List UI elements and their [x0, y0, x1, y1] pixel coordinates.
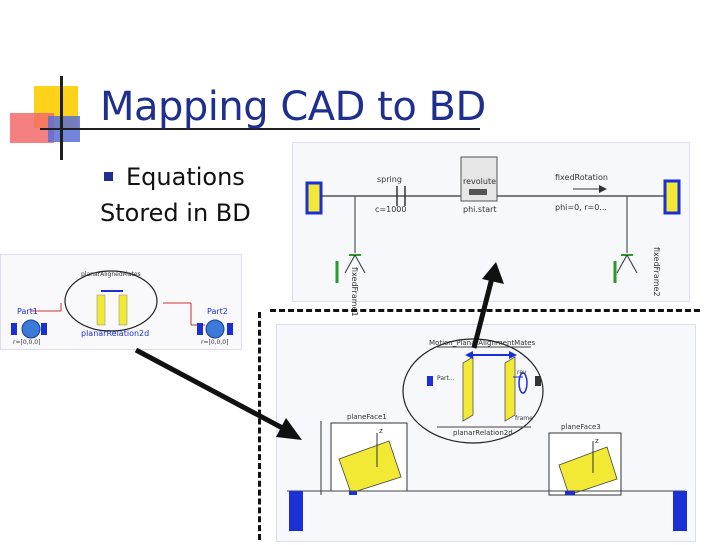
- axis-z-label-2: z: [595, 437, 599, 445]
- mass-value: phi.start: [463, 205, 497, 214]
- bullet-text-line1: Equations: [126, 163, 245, 191]
- part2-value: r=[0,0,0]: [201, 339, 229, 346]
- left-diagram-top-text: planarAlignedMates: [81, 271, 141, 278]
- planar-relation-bottom-label: planarRelation2d: [453, 429, 513, 437]
- bottom-diagram-panel: Motion_PlanarAlignmentMates Part... rev …: [276, 324, 696, 542]
- bullet-marker: [104, 172, 113, 181]
- bottom-diagram-dashed-top-border: [270, 309, 700, 312]
- part1-label: Part1: [17, 307, 38, 316]
- planar-relation-label: planarRelation2d: [81, 329, 150, 338]
- spring-label: spring: [377, 175, 402, 184]
- axis-z-label-1: z: [379, 427, 383, 435]
- bottom-diagram-dashed-left-border: [258, 312, 261, 540]
- bullet-text-line2: Stored in BD: [100, 199, 251, 227]
- spring-value: c=1000: [375, 205, 407, 214]
- left-diagram-svg: [11, 270, 233, 339]
- title-underline: [40, 128, 480, 130]
- rev-label: rev: [517, 369, 527, 376]
- left-diagram-panel: planarAlignedMates Part1 Part2 planarRel…: [0, 254, 242, 350]
- top-diagram-svg: [305, 156, 681, 283]
- part1-value: r=[0,0,0]: [13, 339, 41, 346]
- part2-label: Part2: [207, 307, 228, 316]
- part-small-label: Part...: [437, 375, 455, 382]
- bottom-diagram-svg: [287, 338, 687, 531]
- mass-label: revolute: [463, 177, 497, 186]
- sensor-value: phi=0, r=0...: [555, 203, 607, 212]
- circle-title: Motion_PlanarAlignmentMates: [429, 339, 536, 347]
- slide-title: Mapping CAD to BD: [100, 84, 486, 130]
- title-decoration-vertical-line: [60, 76, 63, 160]
- plane-face-2-label: planeFace3: [561, 423, 601, 431]
- plane-face-1-label: planeFace1: [347, 413, 387, 421]
- frame-label: frame: [515, 415, 533, 422]
- fixed-frame-right-label: fixedFrame2: [652, 247, 661, 297]
- sensor-label: fixedRotation: [555, 173, 608, 182]
- top-diagram-panel: spring c=1000 revolute phi.start fixedRo…: [292, 142, 690, 317]
